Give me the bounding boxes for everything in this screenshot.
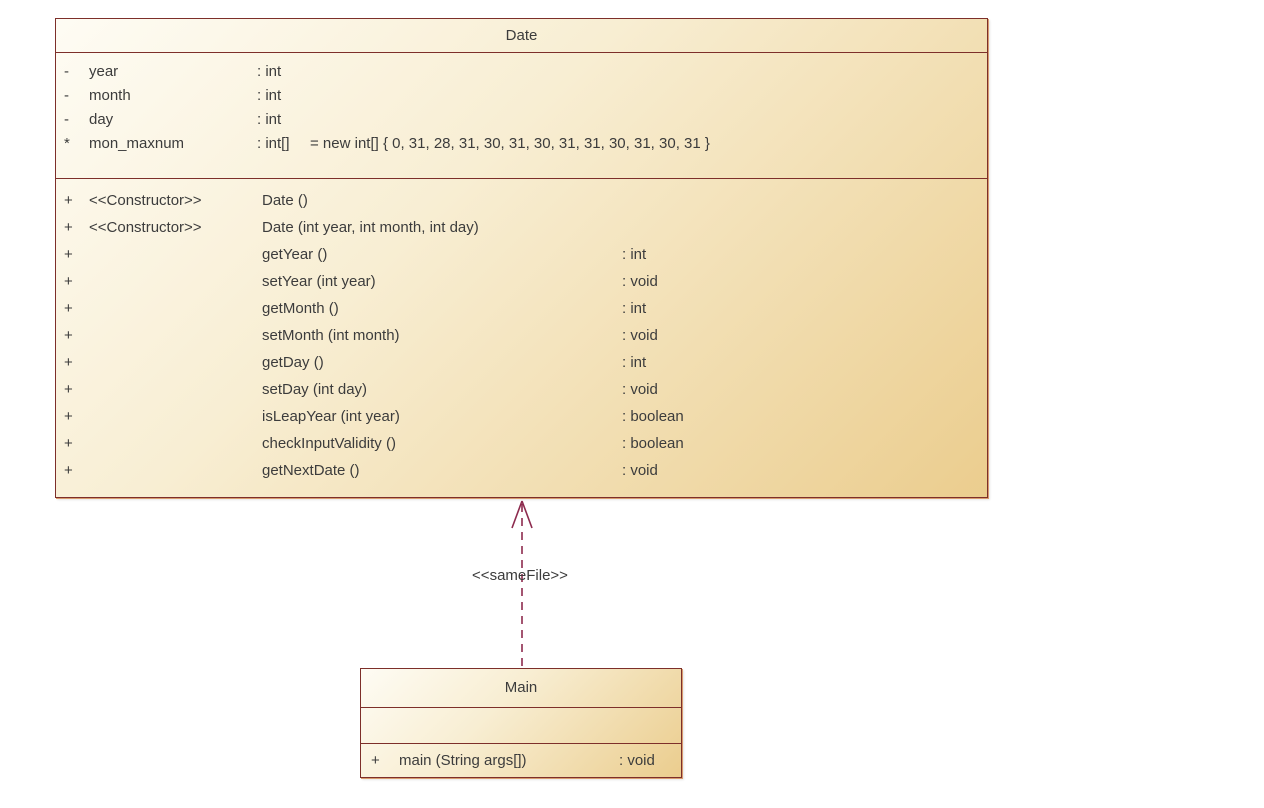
method-row: + isLeapYear (int year) : boolean <box>56 403 987 430</box>
attribute-name: day <box>89 111 114 128</box>
visibility-marker: + <box>64 246 73 263</box>
method-row: + getNextDate () : void <box>56 457 987 484</box>
class-box-main[interactable]: Main + main (String args[]) : void <box>360 668 682 778</box>
method-stereotype: <<Constructor>> <box>89 219 202 236</box>
method-return-type: : int <box>622 300 647 317</box>
method-return-type: : void <box>622 327 658 344</box>
visibility-marker: + <box>64 300 73 317</box>
method-row: + setMonth (int month) : void <box>56 322 987 349</box>
method-row: + <<Constructor>> Date (int year, int mo… <box>56 214 987 241</box>
method-signature: getDay () <box>262 354 324 371</box>
attribute-row: - month : int <box>56 84 987 108</box>
visibility-marker: + <box>64 327 73 344</box>
dependency-arrow[interactable] <box>440 498 610 668</box>
methods-compartment: + <<Constructor>> Date () + <<Constructo… <box>56 179 987 484</box>
visibility-marker: + <box>64 408 73 425</box>
method-row: + getMonth () : int <box>56 295 987 322</box>
attribute-type: : int <box>257 111 282 128</box>
attribute-type: : int[] <box>257 135 290 152</box>
method-row: + getYear () : int <box>56 241 987 268</box>
method-row: + getDay () : int <box>56 349 987 376</box>
method-signature: getYear () <box>262 246 328 263</box>
method-row: + checkInputValidity () : boolean <box>56 430 987 457</box>
visibility-marker: - <box>64 63 69 80</box>
visibility-marker: + <box>64 273 73 290</box>
attribute-type: : int <box>257 87 282 104</box>
visibility-marker: + <box>64 354 73 371</box>
method-signature: getNextDate () <box>262 462 360 479</box>
method-return-type: : boolean <box>622 408 684 425</box>
attribute-name: mon_maxnum <box>89 135 185 152</box>
relation-stereotype-label: <<sameFile>> <box>472 567 568 584</box>
method-stereotype: <<Constructor>> <box>89 192 202 209</box>
attribute-value: = new int[] { 0, 31, 28, 31, 30, 31, 30,… <box>310 135 710 152</box>
visibility-marker: * <box>64 135 70 152</box>
attribute-row: - year : int <box>56 60 987 84</box>
method-return-type: : void <box>622 381 658 398</box>
visibility-marker: + <box>371 752 380 769</box>
method-row: + main (String args[]) : void <box>361 744 681 778</box>
visibility-marker: + <box>64 435 73 452</box>
class-title: Date <box>56 19 987 53</box>
method-return-type: : int <box>622 246 647 263</box>
attribute-type: : int <box>257 63 282 80</box>
visibility-marker: - <box>64 87 69 104</box>
method-signature: isLeapYear (int year) <box>262 408 400 425</box>
method-signature: Date () <box>262 192 308 209</box>
method-signature: setYear (int year) <box>262 273 376 290</box>
method-row: + <<Constructor>> Date () <box>56 187 987 214</box>
method-signature: main (String args[]) <box>399 752 527 769</box>
method-signature: getMonth () <box>262 300 339 317</box>
method-return-type: : void <box>622 273 658 290</box>
method-row: + setDay (int day) : void <box>56 376 987 403</box>
class-title: Main <box>361 669 681 708</box>
visibility-marker: + <box>64 219 73 236</box>
method-signature: setMonth (int month) <box>262 327 400 344</box>
attribute-row: - day : int <box>56 108 987 132</box>
attribute-name: month <box>89 87 131 104</box>
class-box-date[interactable]: Date - year : int - month : int - day : … <box>55 18 988 498</box>
method-return-type: : boolean <box>622 435 684 452</box>
method-row: + setYear (int year) : void <box>56 268 987 295</box>
attributes-compartment: - year : int - month : int - day : int *… <box>56 53 987 179</box>
attribute-name: year <box>89 63 119 80</box>
visibility-marker: + <box>64 192 73 209</box>
method-signature: checkInputValidity () <box>262 435 396 452</box>
visibility-marker: + <box>64 462 73 479</box>
method-signature: setDay (int day) <box>262 381 368 398</box>
method-signature: Date (int year, int month, int day) <box>262 219 479 236</box>
attributes-compartment-empty <box>361 708 681 744</box>
method-return-type: : void <box>622 462 658 479</box>
visibility-marker: - <box>64 111 69 128</box>
open-arrowhead-icon <box>511 500 533 529</box>
method-return-type: : void <box>619 752 655 769</box>
visibility-marker: + <box>64 381 73 398</box>
attribute-row: * mon_maxnum : int[] = new int[] { 0, 31… <box>56 132 987 156</box>
method-return-type: : int <box>622 354 647 371</box>
